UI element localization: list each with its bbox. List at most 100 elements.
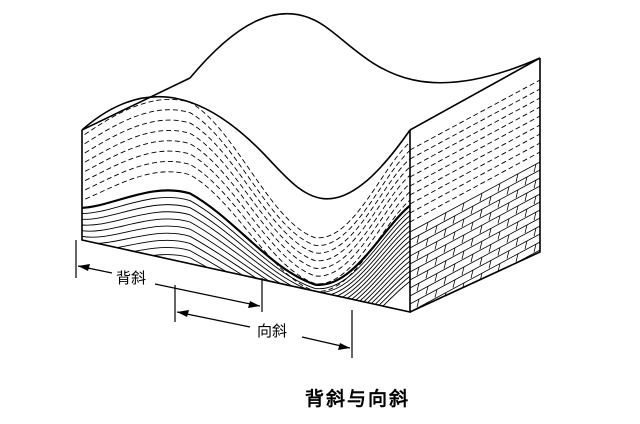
side-brick-joint-line — [524, 272, 528, 282]
side-brick-joint-line — [425, 222, 429, 231]
side-brick-joint-line — [479, 241, 483, 250]
side-brick-course-line — [410, 314, 540, 384]
side-brick-course-line — [410, 209, 540, 281]
side-brick-joint-line — [515, 205, 519, 214]
side-brick-joint-line — [408, 344, 410, 352]
side-brick-joint-line — [425, 238, 429, 247]
side-brick-joint-line — [497, 295, 501, 304]
side-brick-joint-line — [452, 231, 456, 240]
side-brick-joint-line — [525, 337, 527, 345]
side-brick-joint-line — [452, 295, 456, 304]
side-brick-joint-line — [444, 341, 446, 349]
side-brick-joint-line — [524, 176, 528, 186]
side-brick-joint-line — [453, 328, 455, 336]
side-brick-joint-line — [515, 237, 519, 246]
dashed-stratum-line — [82, 140, 410, 269]
side-dashed-stratum-line — [410, 115, 540, 187]
side-brick-joint-line — [506, 298, 510, 307]
side-brick-joint-line — [498, 344, 500, 352]
side-brick-joint-line — [452, 263, 456, 272]
side-brick-joint-line — [461, 298, 465, 308]
side-brick-joint-line — [461, 266, 465, 276]
side-brick-course-line — [410, 289, 540, 312]
side-brick-joint-line — [488, 196, 492, 205]
side-brick-joint-line — [515, 301, 519, 310]
figure-caption: 背斜与向斜 — [305, 388, 411, 410]
side-brick-joint-line — [533, 260, 537, 269]
side-brick-course-line — [410, 185, 540, 257]
anticline-arrowhead-left — [78, 264, 90, 271]
side-brick-joint-line — [524, 208, 528, 218]
side-brick-course-line — [410, 169, 540, 241]
side-dashed-stratum-line — [410, 124, 540, 196]
side-brick-joint-line — [443, 260, 447, 269]
side-brick-joint-line — [416, 235, 420, 244]
side-brick-joint-line — [443, 212, 447, 221]
side-brick-joint-line — [516, 318, 518, 326]
side-brick-joint-line — [516, 334, 518, 342]
side-brick-joint-line — [417, 315, 419, 323]
side-brick-joint-line — [533, 228, 537, 237]
side-brick-joint-line — [443, 244, 447, 253]
dashed-stratum-line — [82, 129, 410, 262]
side-brick-joint-line — [524, 240, 528, 250]
side-brick-joint-line — [435, 321, 437, 329]
side-brick-joint-line — [417, 395, 419, 403]
side-brick-joint-line — [533, 276, 537, 285]
side-brick-joint-line — [506, 218, 510, 227]
side-brick-course-line — [410, 201, 540, 273]
side-brick-course-line — [410, 193, 540, 265]
front-face-strata — [82, 98, 410, 312]
side-brick-joint-line — [461, 218, 465, 228]
side-brick-joint-line — [435, 353, 437, 361]
solid-stratum-line — [82, 197, 410, 289]
side-brick-joint-line — [533, 244, 537, 253]
side-brick-joint-line — [497, 199, 501, 208]
side-brick-joint-line — [461, 234, 465, 244]
side-brick-joint-line — [416, 251, 420, 260]
side-brick-joint-line — [470, 269, 474, 279]
side-brick-joint-line — [488, 308, 492, 312]
side-brick-course-line — [410, 161, 540, 233]
side-brick-joint-line — [471, 350, 473, 358]
side-brick-joint-line — [533, 164, 537, 173]
side-brick-joint-line — [498, 328, 500, 336]
dashed-stratum-line — [82, 161, 410, 285]
side-brick-joint-line — [497, 247, 501, 256]
side-brick-joint-line — [416, 299, 420, 308]
side-brick-course-line — [410, 330, 540, 400]
side-brick-joint-line — [488, 292, 492, 301]
side-brick-joint-line — [506, 282, 510, 291]
side-brick-course-line — [410, 257, 540, 312]
side-brick-joint-line — [434, 289, 438, 298]
side-brick-joint-line — [533, 196, 537, 205]
side-brick-course-line — [410, 233, 540, 305]
side-brick-joint-line — [489, 324, 491, 332]
solid-stratum-line — [82, 218, 410, 301]
side-brick-joint-line — [515, 253, 519, 262]
side-brick-joint-line — [435, 337, 437, 345]
top-surface-left-edge — [81, 77, 191, 131]
side-brick-course-line — [410, 305, 540, 312]
side-brick-joint-line — [443, 276, 447, 285]
side-brick-joint-line — [479, 193, 483, 202]
side-brick-joint-line — [435, 369, 437, 377]
solid-stratum-line — [82, 231, 410, 309]
side-brick-joint-line — [471, 366, 473, 374]
side-dashed-stratum-line — [410, 97, 540, 169]
anticline-label: 背斜 — [116, 269, 146, 287]
side-brick-joint-line — [452, 311, 456, 312]
anticline-arrowhead-right — [248, 301, 260, 308]
side-brick-course-line — [410, 281, 540, 312]
side-brick-joint-line — [479, 225, 483, 234]
side-brick-joint-line — [425, 254, 429, 263]
side-brick-course-line — [410, 177, 540, 249]
side-brick-joint-line — [480, 353, 482, 361]
side-brick-joint-line — [462, 315, 464, 323]
dashed-stratum-line — [82, 109, 410, 246]
side-brick-joint-line — [524, 288, 528, 298]
side-brick-joint-line — [506, 250, 510, 259]
side-brick-joint-line — [480, 337, 482, 345]
side-brick-joint-line — [507, 315, 509, 323]
side-brick-joint-line — [470, 221, 474, 231]
